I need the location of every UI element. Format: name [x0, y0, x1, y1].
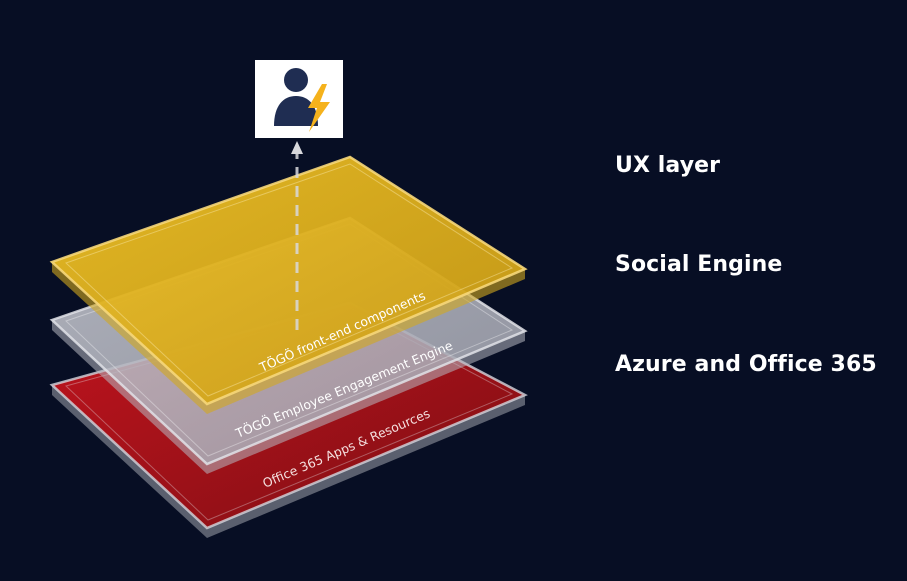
upward-arrow — [291, 141, 303, 330]
label-ux-layer: UX layer — [615, 153, 721, 178]
arrowhead — [291, 141, 303, 154]
user-lightning-icon — [255, 60, 343, 138]
plate-ux: TÖGÖ front-end components — [49, 155, 528, 414]
lightning-bolt-icon — [308, 84, 330, 132]
label-azure-office: Azure and Office 365 — [615, 352, 877, 377]
plate-ux-top — [49, 155, 528, 406]
plate-ux-inner — [65, 163, 514, 397]
user-head — [284, 68, 308, 92]
label-social-engine: Social Engine — [615, 252, 783, 277]
user-shoulders — [274, 96, 318, 126]
